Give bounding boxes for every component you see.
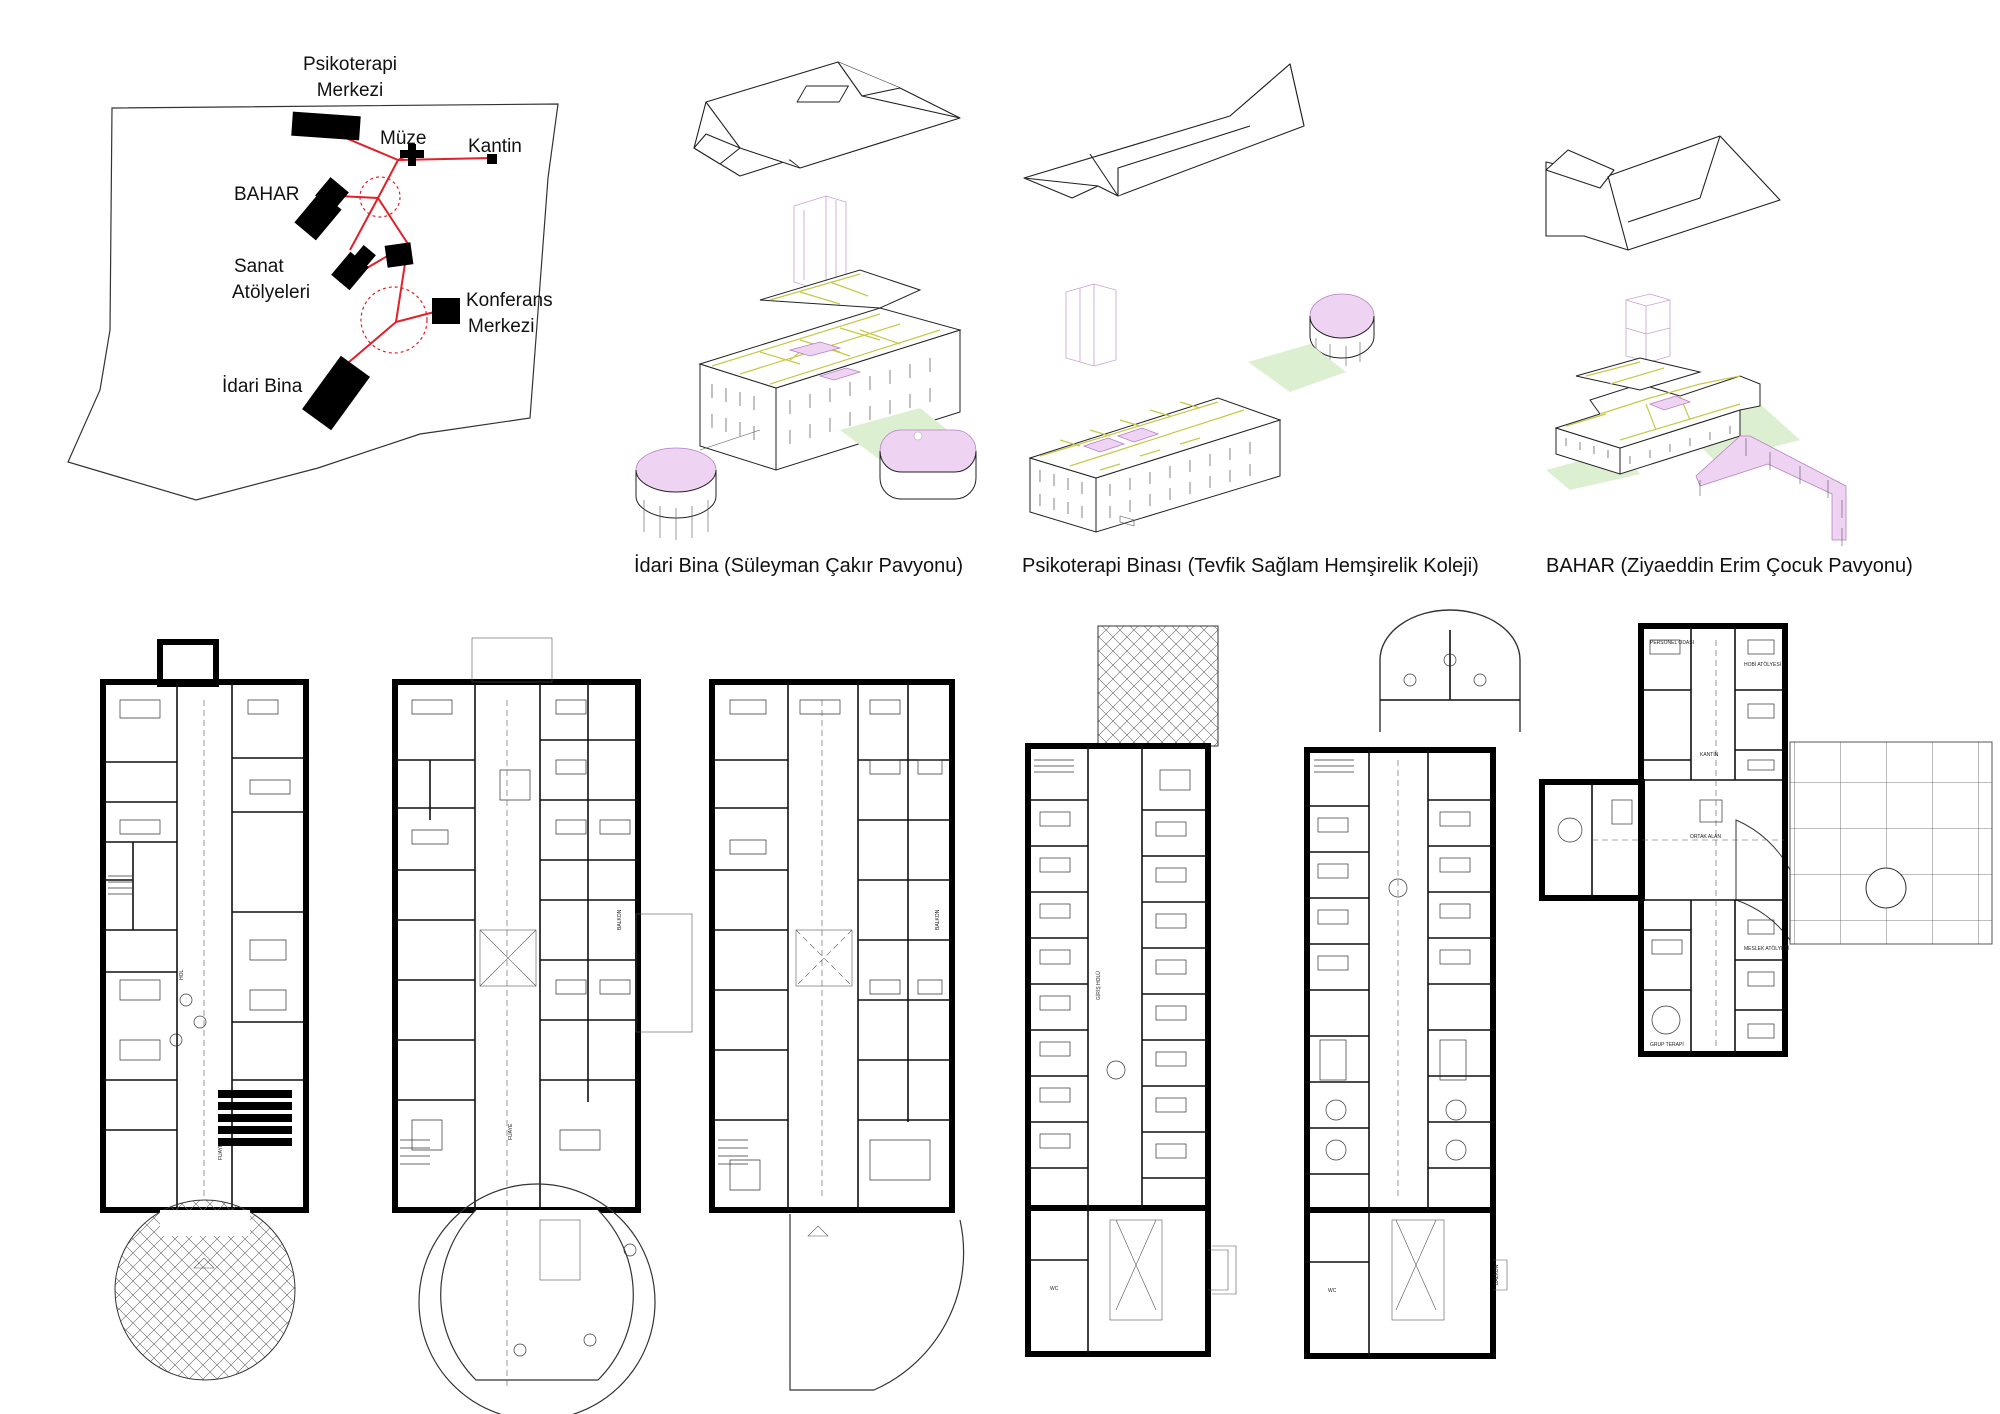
axo-psikoterapi xyxy=(1023,63,1375,533)
plan-psiko-first: WC BALKON xyxy=(1304,609,1521,1359)
building-sanat-b xyxy=(352,244,376,270)
label-konferans-2: Merkezi xyxy=(468,316,535,337)
plan6-furniture xyxy=(1557,639,1775,1039)
building-konferans xyxy=(432,298,460,324)
plan1-label-hol: HOL xyxy=(179,970,185,981)
label-psikoterapi-1: Psikoterapi xyxy=(303,54,397,75)
label-sanat-1: Sanat xyxy=(234,256,284,277)
plan-idari-first: FUAYE BALKON xyxy=(392,637,693,1414)
plan6-label-meslek: MESLEK ATÖLYESİ xyxy=(1744,945,1789,952)
axo-psiko-annex xyxy=(1248,293,1375,392)
label-bahar: BAHAR xyxy=(234,184,299,205)
plan3-label-balkon: BALKON xyxy=(935,909,941,930)
axo-bahar xyxy=(1545,135,1847,546)
plan2-label-balkon: BALKON xyxy=(617,909,623,930)
building-bahar-b xyxy=(315,177,349,211)
axo-bahar-roof xyxy=(1545,135,1781,251)
axo-idari-body xyxy=(698,269,962,471)
auditorium-seating xyxy=(218,1090,292,1146)
plan-idari-ground: HOL FUAYE xyxy=(100,639,309,1381)
plan2-label-fuaye: FUAYE xyxy=(508,1123,514,1140)
plan4-furniture xyxy=(1039,769,1191,1159)
plan4-label-giris: GİRİŞ HOLÜ xyxy=(1095,971,1102,1000)
site-map: Psikoterapi Merkezi Müze Kantin BAHAR Sa… xyxy=(67,54,559,501)
plan5-label-balkon: BALKON xyxy=(1494,1264,1500,1285)
label-muze: Müze xyxy=(380,128,426,149)
plan5-label-wc: WC xyxy=(1328,1288,1337,1294)
axo-psiko-body xyxy=(1028,397,1282,533)
site-buildings xyxy=(291,111,497,431)
label-kantin: Kantin xyxy=(468,136,522,157)
axo-bahar-ushape xyxy=(1695,435,1847,546)
node-rings xyxy=(359,176,428,354)
axo-idari xyxy=(635,61,977,540)
building-ortak xyxy=(384,242,414,268)
axo-idari-annex-right xyxy=(840,408,977,500)
plan6-label-grup: GRUP TERAPİ xyxy=(1650,1041,1684,1048)
caption-psikoterapi: Psikoterapi Binası (Tevfik Sağlam Hemşir… xyxy=(1022,555,1479,577)
axo-idari-annex-left xyxy=(635,429,761,540)
caption-idari: İdari Bina (Süleyman Çakır Pavyonu) xyxy=(634,554,963,577)
label-konferans-1: Konferans xyxy=(466,290,553,311)
plan6-label-personel: PERSONEL ODASI xyxy=(1650,640,1694,646)
caption-bahar: BAHAR (Ziyaeddin Erim Çocuk Pavyonu) xyxy=(1546,555,1913,577)
plan-bahar: ORTAK ALAN KANTİN HOBİ ATÖLYESİ MESLEK A… xyxy=(1539,623,1993,1057)
plan-idari-second: BALKON xyxy=(709,679,965,1391)
axo-psiko-roof xyxy=(1023,63,1305,199)
site-boundary xyxy=(67,103,559,501)
axo-bahar-body xyxy=(1546,357,1800,490)
axo-bahar-core xyxy=(1625,293,1671,363)
axo-idari-roof xyxy=(693,61,961,177)
label-psikoterapi-2: Merkezi xyxy=(317,80,384,101)
label-idari: İdari Bina xyxy=(222,376,303,397)
building-kantin xyxy=(487,154,497,164)
plan1-label-fuaye: FUAYE xyxy=(218,1143,224,1160)
building-psikoterapi xyxy=(291,111,361,141)
plan6-label-ortak: ORTAK ALAN xyxy=(1690,834,1721,840)
plan4-label-wc: WC xyxy=(1050,1286,1059,1292)
label-sanat-2: Atölyeleri xyxy=(232,282,310,303)
axo-psiko-core xyxy=(1065,283,1117,367)
building-idari xyxy=(302,355,370,431)
plan6-label-hobi: HOBİ ATÖLYESİ xyxy=(1744,661,1781,668)
plan5-furniture xyxy=(1317,811,1471,1161)
building-muze xyxy=(400,144,424,166)
site-labels: Psikoterapi Merkezi Müze Kantin BAHAR Sa… xyxy=(222,54,553,397)
plan6-label-kantin: KANTİN xyxy=(1700,751,1719,758)
plan-psiko-ground: WC GİRİŞ HOLÜ xyxy=(1025,625,1237,1357)
